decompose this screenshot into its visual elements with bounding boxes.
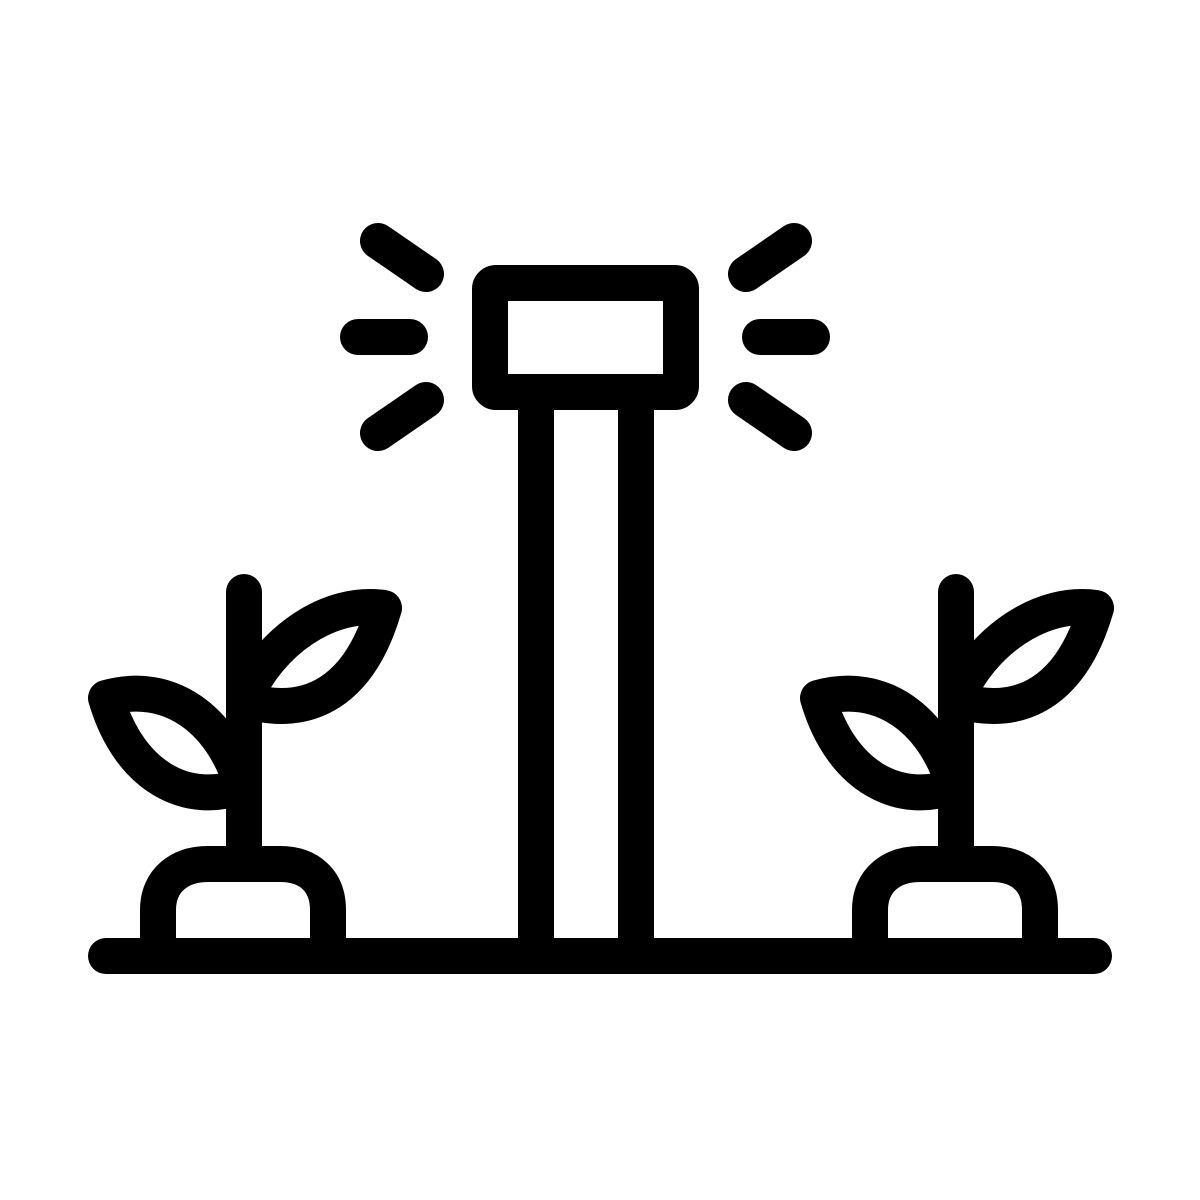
sprinkler-head-icon (472, 265, 699, 966)
water-spray-left-icon (340, 223, 444, 451)
plant-sprout-left-icon (88, 574, 402, 962)
plant-sprout-right-icon (800, 574, 1114, 962)
water-spray-right-icon (728, 223, 830, 451)
